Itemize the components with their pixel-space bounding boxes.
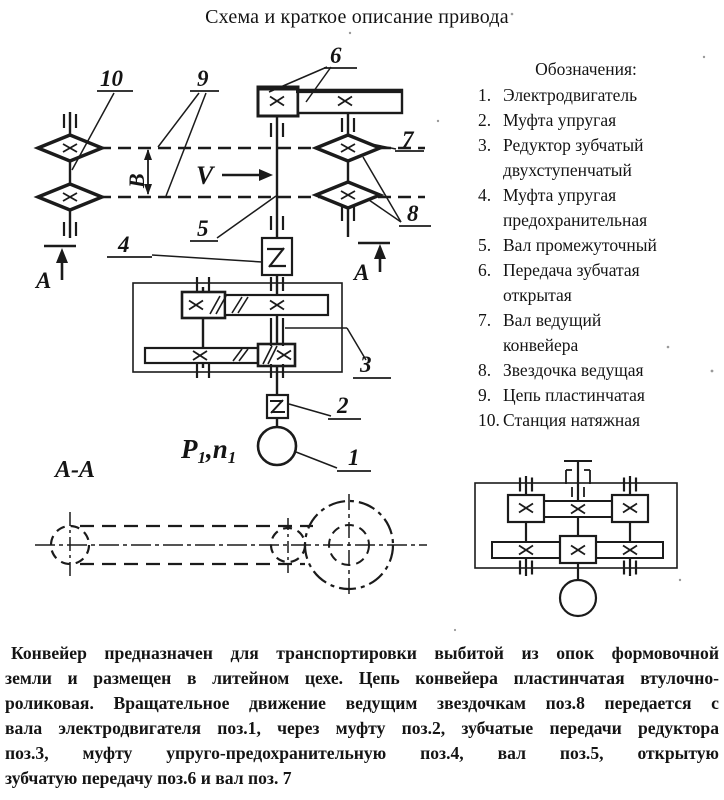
legend-items: 1. Электродвигатель 2. Муфта упругая 3. Редук… — [478, 83, 722, 433]
legend-item-text: Электродвигатель — [503, 85, 638, 105]
label-pos-5: 5 — [197, 216, 209, 241]
legend-item: 10.Станция натяжная — [478, 408, 722, 433]
motor-top-view — [558, 578, 598, 618]
legend: Обозначения: 1. Электродвигатель 2. Муфта у… — [478, 57, 722, 433]
legend-item: 8. Звездочка ведущая — [478, 358, 722, 383]
label-pos-2: 2 — [336, 393, 349, 418]
legend-item-number: 7. — [478, 310, 492, 330]
description-line: роликовая. Вращательное движение ведущим… — [5, 693, 719, 713]
legend-item: 7. Вал ведущий конвейера — [478, 308, 722, 358]
legend-item: 5. Вал промежуточный — [478, 233, 722, 258]
label-underlines — [97, 67, 431, 472]
label-pos-10: 10 — [100, 66, 124, 91]
legend-item-text: Муфта упругая предохранительная — [503, 185, 648, 230]
section-a-left-label: А — [34, 268, 51, 293]
page-title: Схема и краткое описание привода — [205, 6, 509, 28]
gear-hatching — [209, 295, 278, 365]
description-line: Конвейер предназначен для транспортировк… — [11, 643, 719, 663]
label-pos-9: 9 — [197, 66, 209, 91]
elastic-coupling — [265, 393, 290, 420]
legend-item-text: Муфта упругая — [503, 110, 617, 130]
legend-item-text: Звездочка ведущая — [503, 360, 644, 380]
legend-item-number: 10. — [478, 410, 500, 430]
description-line: земли и размещен в литейном цехе. Цепь к… — [5, 668, 719, 688]
legend-item-number: 4. — [478, 185, 492, 205]
shafts — [68, 112, 350, 427]
section-view-a-a — [35, 494, 427, 596]
open-gear-transmission — [256, 85, 404, 118]
velocity-arrow — [222, 169, 273, 181]
legend-item-text: Передача зубчатая открытая — [503, 260, 640, 305]
section-marker-left: А — [34, 244, 76, 293]
label-pos-7: 7 — [402, 127, 415, 152]
drive-scheme-diagram: В V А А — [34, 12, 714, 632]
legend-item-number: 8. — [478, 360, 492, 380]
leader-lines — [71, 66, 402, 469]
legend-item-number: 2. — [478, 110, 492, 130]
description-line: зубчатую передачу поз.6 и вал поз. 7 — [5, 768, 292, 788]
label-pos-4: 4 — [117, 232, 130, 257]
legend-item-text: Вал промежуточный — [503, 235, 657, 255]
safety-coupling — [260, 236, 294, 277]
label-pos-6: 6 — [330, 43, 342, 68]
legend-item: 2. Муфта упругая — [478, 108, 722, 133]
legend-item-number: 5. — [478, 235, 492, 255]
electric-motor — [256, 425, 298, 467]
description-line: вала электродвигателя поз.1, через муфту… — [5, 718, 719, 738]
legend-item-number: 1. — [478, 85, 492, 105]
legend-item-text: Редуктор зубчатый двухступенчатый — [503, 135, 644, 180]
description-text: Конвейер предназначен для транспортировк… — [5, 641, 719, 791]
legend-item: 1. Электродвигатель — [478, 83, 722, 108]
scan-noise — [348, 12, 714, 632]
legend-item: 3. Редуктор зубчатый двухступенчатый — [478, 133, 722, 183]
legend-heading: Обозначения: — [535, 59, 637, 79]
section-marker-right: А — [352, 241, 390, 285]
label-pos-3: 3 — [359, 352, 372, 377]
belt-width-dimension — [144, 149, 152, 195]
legend-item-number: 3. — [478, 135, 492, 155]
legend-item-text: Станция натяжная — [503, 410, 641, 430]
legend-item-number: 9. — [478, 385, 492, 405]
legend-item-number: 6. — [478, 260, 492, 280]
legend-item-text: Цепь пластинчатая — [503, 385, 645, 405]
reducer — [132, 275, 343, 380]
legend-item: 4. Муфта упругая предохранительная — [478, 183, 722, 233]
reducer-top-view — [474, 460, 678, 618]
legend-item-text: Вал ведущий конвейера — [503, 310, 602, 355]
label-pos-1: 1 — [348, 445, 360, 470]
description-line: поз.3, муфту упруго-предохранительную по… — [5, 743, 719, 763]
motor-power-label: P1,n1 — [180, 434, 236, 467]
section-view-label: А-А — [53, 457, 95, 483]
section-a-right-label: А — [352, 260, 369, 285]
legend-item: 6. Передача зубчатая открытая — [478, 258, 722, 308]
legend-item: 9. Цепь пластинчатая — [478, 383, 722, 408]
velocity-label: V — [196, 161, 216, 190]
label-pos-8: 8 — [407, 201, 419, 226]
belt-width-label: В — [124, 173, 149, 189]
